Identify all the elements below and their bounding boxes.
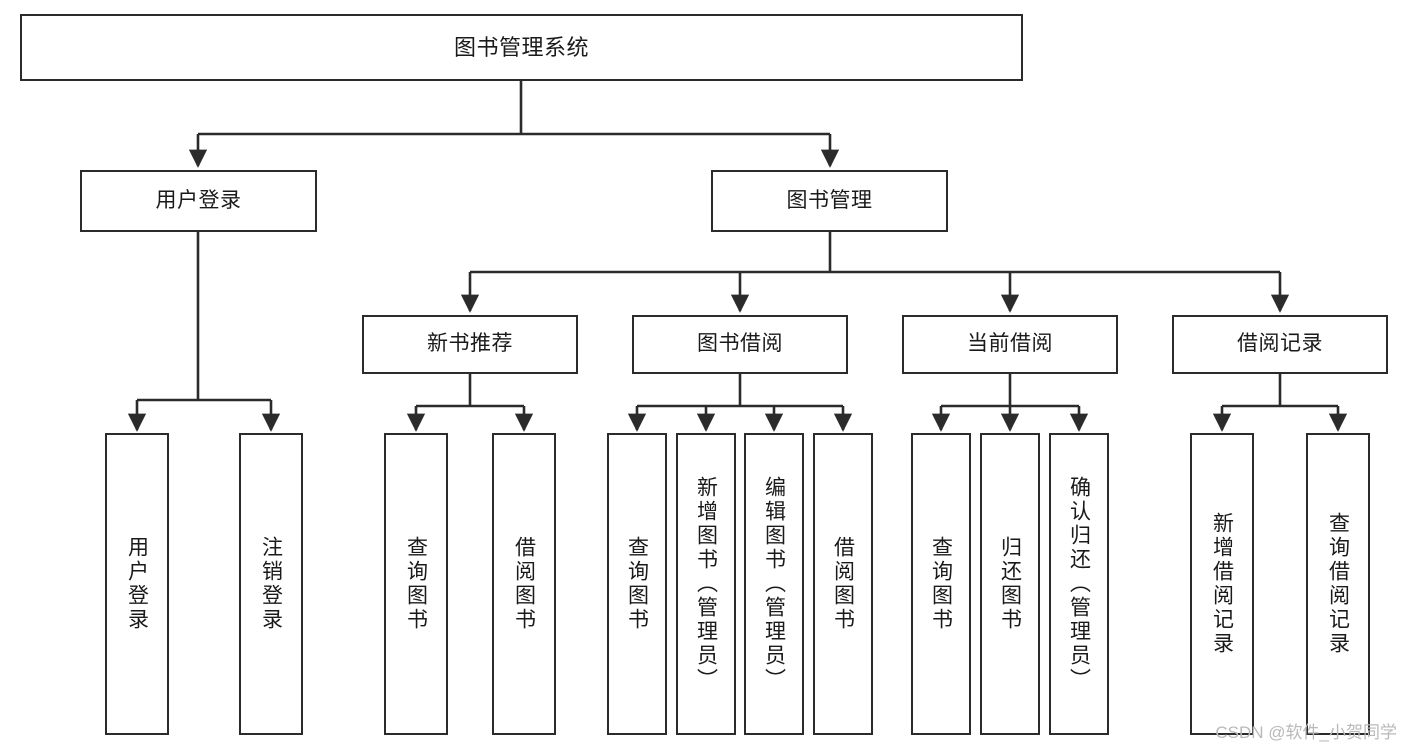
node-new-book-recommendation[interactable]: 新书推荐	[362, 315, 578, 374]
node-label: 查询图书	[929, 536, 953, 632]
leaf-query-book-new-rec[interactable]: 查询图书	[384, 433, 448, 735]
node-label: 图书管理	[786, 188, 873, 212]
node-label: 查询图书	[404, 536, 428, 632]
node-label: 编辑图书（管理员）	[762, 476, 786, 692]
node-book-management[interactable]: 图书管理	[711, 170, 948, 232]
node-label: 图书管理系统	[453, 34, 589, 60]
leaf-add-book-admin[interactable]: 新增图书（管理员）	[676, 433, 736, 735]
leaf-confirm-return-admin[interactable]: 确认归还（管理员）	[1049, 433, 1109, 735]
leaf-borrow-book-new-rec[interactable]: 借阅图书	[492, 433, 556, 735]
leaf-logout-login[interactable]: 注销登录	[239, 433, 303, 735]
leaf-borrow-book-borrow[interactable]: 借阅图书	[813, 433, 873, 735]
node-label: 注销登录	[259, 536, 283, 632]
leaf-add-borrow-record[interactable]: 新增借阅记录	[1190, 433, 1254, 735]
leaf-query-book-borrow[interactable]: 查询图书	[607, 433, 667, 735]
node-root-book-management-system[interactable]: 图书管理系统	[20, 14, 1023, 81]
node-borrow-record[interactable]: 借阅记录	[1172, 315, 1388, 374]
node-label: 确认归还（管理员）	[1067, 476, 1091, 692]
leaf-edit-book-admin[interactable]: 编辑图书（管理员）	[744, 433, 804, 735]
csdn-watermark: CSDN @软件_小贺同学	[1215, 723, 1397, 742]
leaf-query-book-current[interactable]: 查询图书	[911, 433, 971, 735]
node-label: 新书推荐	[427, 332, 513, 356]
node-label: 新增借阅记录	[1210, 512, 1234, 656]
node-label: 归还图书	[998, 536, 1022, 632]
node-label: 借阅图书	[512, 536, 536, 632]
leaf-query-borrow-record[interactable]: 查询借阅记录	[1306, 433, 1370, 735]
node-label: 图书借阅	[697, 332, 783, 356]
node-label: 借阅图书	[831, 536, 855, 632]
leaf-user-login[interactable]: 用户登录	[105, 433, 169, 735]
node-book-borrow[interactable]: 图书借阅	[632, 315, 848, 374]
node-user-login[interactable]: 用户登录	[80, 170, 317, 232]
leaf-return-book[interactable]: 归还图书	[980, 433, 1040, 735]
node-label: 新增图书（管理员）	[694, 476, 718, 692]
node-label: 查询借阅记录	[1326, 512, 1350, 656]
node-label: 用户登录	[125, 536, 149, 632]
node-label: 查询图书	[625, 536, 649, 632]
node-label: 借阅记录	[1237, 332, 1323, 356]
node-label: 当前借阅	[967, 332, 1053, 356]
node-current-borrow[interactable]: 当前借阅	[902, 315, 1118, 374]
node-label: 用户登录	[155, 188, 242, 212]
